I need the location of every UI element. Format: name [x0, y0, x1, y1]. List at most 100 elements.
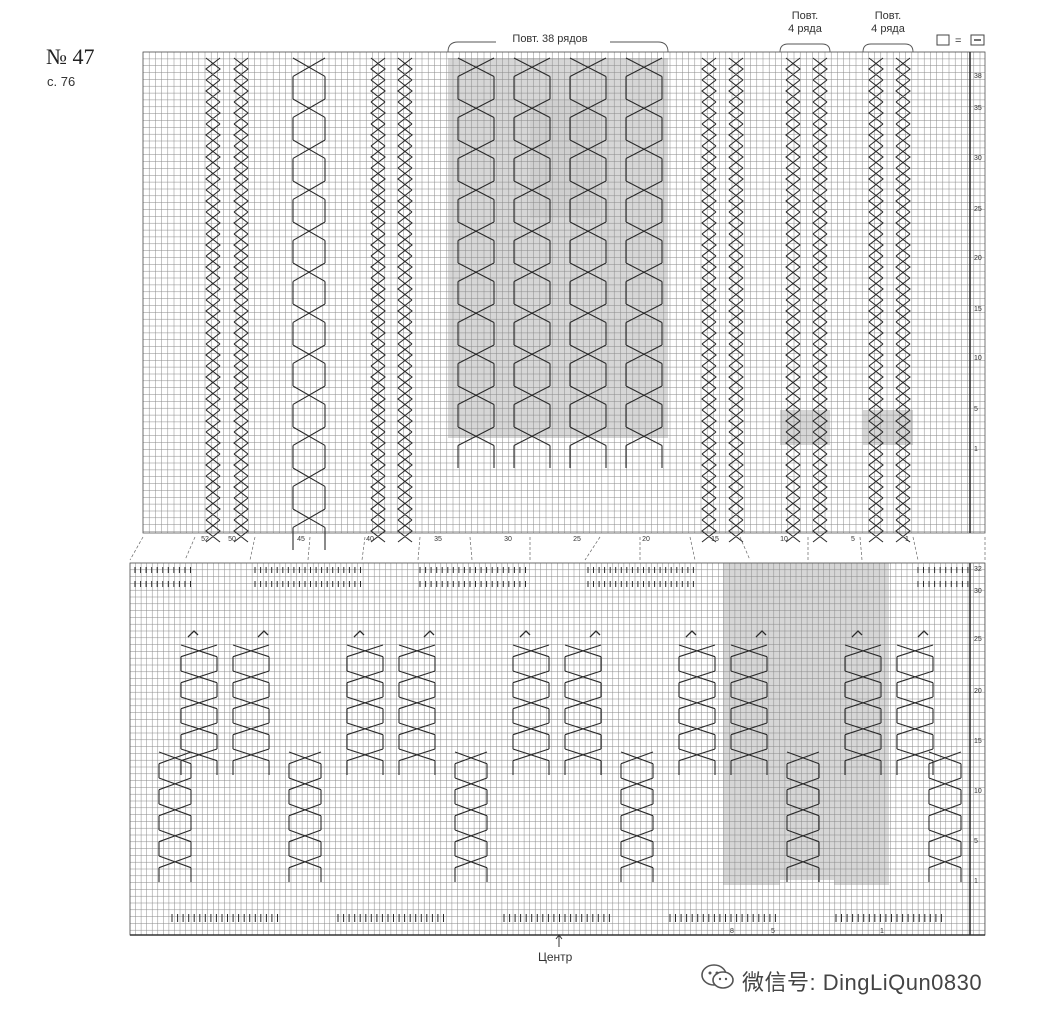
- page-reference: с. 76: [47, 74, 76, 89]
- repeat-bracket-4-rows-b: [862, 43, 914, 53]
- decrease-symbols: [187, 630, 929, 638]
- chart-connector-lines: [129, 536, 986, 561]
- bottom-lower-cable-5: [786, 751, 820, 882]
- top-braid-column-a: [205, 57, 221, 543]
- bottom-cable-left-1: [180, 644, 218, 775]
- top-chart-grid: [142, 51, 986, 534]
- bottom-lower-blank-6: [946, 880, 971, 935]
- stitch-number-25: 25: [573, 536, 581, 543]
- top-center-cable-3: [569, 57, 607, 468]
- bottom-row-number-15: 15: [974, 738, 982, 745]
- top-row-number-35: 35: [974, 105, 982, 112]
- bottom-lower-blank-2: [282, 880, 336, 935]
- connector-dashes: [129, 536, 986, 561]
- top-center-cable-4: [625, 57, 663, 468]
- top-chart-symbols: [205, 57, 911, 550]
- top-braid-column-c: [370, 57, 386, 543]
- stitch-number-50: 50: [228, 536, 236, 543]
- bottom-lower-blank-3: [448, 880, 502, 935]
- top-row-number-15: 15: [974, 306, 982, 313]
- bottom-lower-cable-1: [158, 751, 192, 882]
- stitch-number-52: 52: [201, 536, 209, 543]
- wechat-logo-icon: [700, 962, 736, 992]
- top-center-cable-1: [457, 57, 495, 468]
- legend: =: [936, 34, 990, 47]
- stitch-number-30: 30: [504, 536, 512, 543]
- stitch-number-10: 10: [780, 536, 788, 543]
- bottom-row-number-32: 32: [974, 566, 982, 573]
- bottom-cable-right-4: [730, 644, 768, 775]
- legend-empty-square-icon: [936, 34, 950, 46]
- bottom-upper-blank-5: [889, 563, 917, 623]
- bottom-row-number-1: 1: [974, 878, 978, 885]
- center-arrow-icon: [553, 934, 565, 948]
- bottom-lower-blank-4: [614, 880, 668, 935]
- bottom-upper-blank-3: [530, 563, 584, 623]
- watermark-text: 微信号: DingLiQun0830: [742, 970, 983, 995]
- repeat-label-4-rows-a: Повт. 4 ряда: [788, 10, 822, 35]
- bottom-stitch-number-5: 5: [771, 928, 775, 935]
- top-row-number-38: 38: [974, 73, 982, 80]
- stitch-number-15: 15: [711, 536, 719, 543]
- repeat-label-38-rows: Повт. 38 рядов: [512, 33, 588, 45]
- bottom-cable-left-4: [678, 644, 716, 775]
- top-grid-lines-border: [142, 51, 986, 534]
- bottom-stitch-number-8: 8: [730, 928, 734, 935]
- bottom-row-number-5: 5: [974, 838, 978, 845]
- bottom-cable-right-2: [398, 644, 436, 775]
- bottom-cable-left-5: [844, 644, 882, 775]
- bottom-chart-symbols: [134, 567, 969, 922]
- repeat-bracket-38-rows: [447, 41, 669, 53]
- legend-equals: =: [955, 35, 961, 47]
- top-row-number-20: 20: [974, 255, 982, 262]
- bottom-lower-blank-1: [143, 880, 171, 935]
- top-inner-panel: [530, 100, 600, 218]
- bottom-cable-left-2: [346, 644, 384, 775]
- top-braid-column-g: [785, 57, 801, 543]
- stitch-number-20: 20: [642, 536, 650, 543]
- bottom-grid-lines: [129, 562, 985, 935]
- top-row-number-30: 30: [974, 155, 982, 162]
- bottom-lower-cable-3: [454, 751, 488, 882]
- bottom-row-number-10: 10: [974, 788, 982, 795]
- top-braid-column-d: [397, 57, 413, 543]
- bottom-cable-left-3: [512, 644, 550, 775]
- bottom-row-number-30: 30: [974, 588, 982, 595]
- bottom-lower-cable-4: [620, 751, 654, 882]
- top-braid-column-h: [812, 57, 828, 543]
- repeat-bracket-4-rows-a: [779, 43, 831, 53]
- repeat-label-4-rows-b: Повт. 4 ряда: [871, 10, 905, 35]
- pattern-number: № 47: [46, 44, 95, 69]
- purl-stitch-marks: [134, 567, 969, 922]
- top-row-number-10: 10: [974, 355, 982, 362]
- bottom-cable-right-3: [564, 644, 602, 775]
- bottom-upper-blank-1: [198, 563, 252, 623]
- bottom-row-number-25: 25: [974, 636, 982, 643]
- top-braid-column-f: [728, 57, 744, 543]
- stitch-number-1: 1: [905, 536, 909, 543]
- top-cross-cable-column: [292, 57, 326, 550]
- top-braid-column-i: [868, 57, 884, 543]
- legend-symbols: =: [936, 34, 985, 47]
- bottom-row-number-20: 20: [974, 688, 982, 695]
- top-row-number-1: 1: [974, 446, 978, 453]
- bottom-cable-right-5: [896, 644, 934, 775]
- stitch-number-5: 5: [851, 536, 855, 543]
- bottom-stitch-number-1: 1: [880, 928, 884, 935]
- top-braid-column-e: [701, 57, 717, 543]
- bottom-lower-cable-2: [288, 751, 322, 882]
- bottom-chart-grid: [129, 562, 986, 936]
- bottom-cable-right-1: [232, 644, 270, 775]
- top-row-number-5: 5: [974, 406, 978, 413]
- stitch-number-45: 45: [297, 536, 305, 543]
- top-row-number-25: 25: [974, 206, 982, 213]
- stitch-number-35: 35: [434, 536, 442, 543]
- top-braid-column-j: [895, 57, 911, 543]
- bottom-lower-cable-6: [928, 751, 962, 882]
- stitch-number-40: 40: [366, 536, 374, 543]
- bottom-upper-blank-4: [696, 563, 723, 623]
- top-center-cable-2: [513, 57, 551, 468]
- top-braid-column-b: [233, 57, 249, 543]
